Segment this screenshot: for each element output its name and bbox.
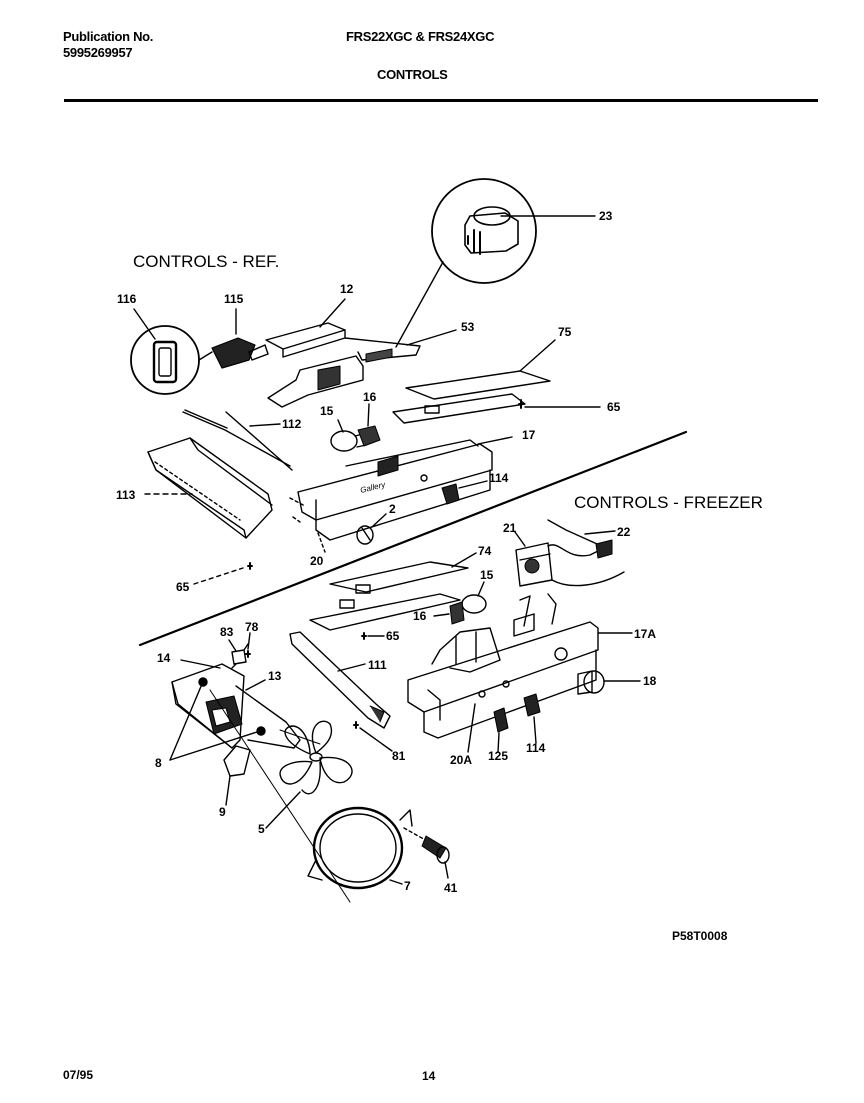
callout-9: 9 bbox=[219, 805, 226, 819]
part-17a-housing bbox=[407, 593, 633, 753]
callout-7: 7 bbox=[404, 879, 411, 893]
figure-code: P58T0008 bbox=[672, 929, 728, 943]
callout-112: 112 bbox=[282, 417, 302, 431]
part-112-113-trim bbox=[144, 409, 293, 539]
callout-17: 17 bbox=[522, 428, 536, 442]
callout-15-b: 15 bbox=[480, 568, 494, 582]
callout-74: 74 bbox=[478, 544, 492, 558]
page-number: 14 bbox=[422, 1069, 436, 1083]
callout-114-b: 114 bbox=[526, 741, 546, 755]
part-75-plate bbox=[392, 339, 601, 424]
callout-115: 115 bbox=[224, 292, 244, 306]
publication-label: Publication No. bbox=[63, 29, 154, 44]
callout-23: 23 bbox=[599, 209, 613, 223]
callout-2: 2 bbox=[389, 502, 396, 516]
model-numbers: FRS22XGC & FRS24XGC bbox=[346, 29, 495, 44]
part-65-screw-a bbox=[247, 562, 253, 570]
section-divider-line bbox=[138, 430, 688, 647]
callout-20: 20 bbox=[310, 554, 324, 568]
part-7-41-shroud-screw bbox=[209, 689, 450, 903]
part-5-fan-blade bbox=[265, 720, 353, 829]
part-83-78-clips bbox=[228, 632, 251, 669]
callout-5: 5 bbox=[258, 822, 265, 836]
callout-53: 53 bbox=[461, 320, 475, 334]
callout-125: 125 bbox=[488, 749, 508, 763]
callout-113: 113 bbox=[116, 488, 136, 502]
section-title-ref: CONTROLS - REF. bbox=[133, 252, 279, 271]
part-15-16-freezer-bulb bbox=[361, 581, 487, 640]
callout-15-a: 15 bbox=[320, 404, 334, 418]
part-14-13-8-motor-bracket bbox=[169, 659, 301, 806]
detail-circle-23 bbox=[395, 178, 596, 348]
callout-114-a: 114 bbox=[489, 471, 509, 485]
publication-number: 5995269957 bbox=[63, 45, 133, 60]
header-rule bbox=[64, 99, 818, 102]
part-115-switch bbox=[211, 308, 269, 369]
section-title-freezer: CONTROLS - FREEZER bbox=[574, 493, 763, 512]
part-21-22-freezer-control bbox=[514, 519, 625, 587]
callout-111: 111 bbox=[368, 658, 387, 672]
callout-13: 13 bbox=[268, 669, 282, 683]
part-15-16-bulb-socket bbox=[330, 403, 381, 452]
callout-14: 14 bbox=[157, 651, 171, 665]
callout-21: 21 bbox=[503, 521, 517, 535]
callout-16-a: 16 bbox=[363, 390, 377, 404]
part-125-114-knobs bbox=[493, 693, 541, 753]
footer-date: 07/95 bbox=[63, 1068, 94, 1082]
part-111-bracket bbox=[289, 631, 393, 752]
callout-8: 8 bbox=[155, 756, 162, 770]
callout-20a: 20A bbox=[450, 753, 472, 767]
part-18-knob bbox=[577, 670, 641, 695]
callout-75: 75 bbox=[558, 325, 572, 339]
callout-83: 83 bbox=[220, 625, 234, 639]
callout-81: 81 bbox=[392, 749, 406, 763]
callout-116: 116 bbox=[117, 292, 137, 306]
callout-41: 41 bbox=[444, 881, 458, 895]
callout-18: 18 bbox=[643, 674, 657, 688]
part-12-53-bracket bbox=[265, 298, 457, 408]
callout-65-b: 65 bbox=[176, 580, 190, 594]
part-116-insert bbox=[130, 308, 213, 395]
svg-text:Gallery: Gallery bbox=[359, 480, 387, 495]
callout-65-c: 65 bbox=[386, 629, 400, 643]
page-section-title: CONTROLS bbox=[377, 67, 448, 82]
callout-17a: 17A bbox=[634, 627, 656, 641]
part-17-housing: Gallery bbox=[289, 436, 513, 553]
part-114-2-knobs bbox=[356, 480, 488, 545]
callout-78: 78 bbox=[245, 620, 259, 634]
part-74-plate bbox=[309, 552, 477, 631]
callout-65-a: 65 bbox=[607, 400, 621, 414]
callout-16-b: 16 bbox=[413, 609, 427, 623]
callout-12: 12 bbox=[340, 282, 354, 296]
callout-22: 22 bbox=[617, 525, 631, 539]
